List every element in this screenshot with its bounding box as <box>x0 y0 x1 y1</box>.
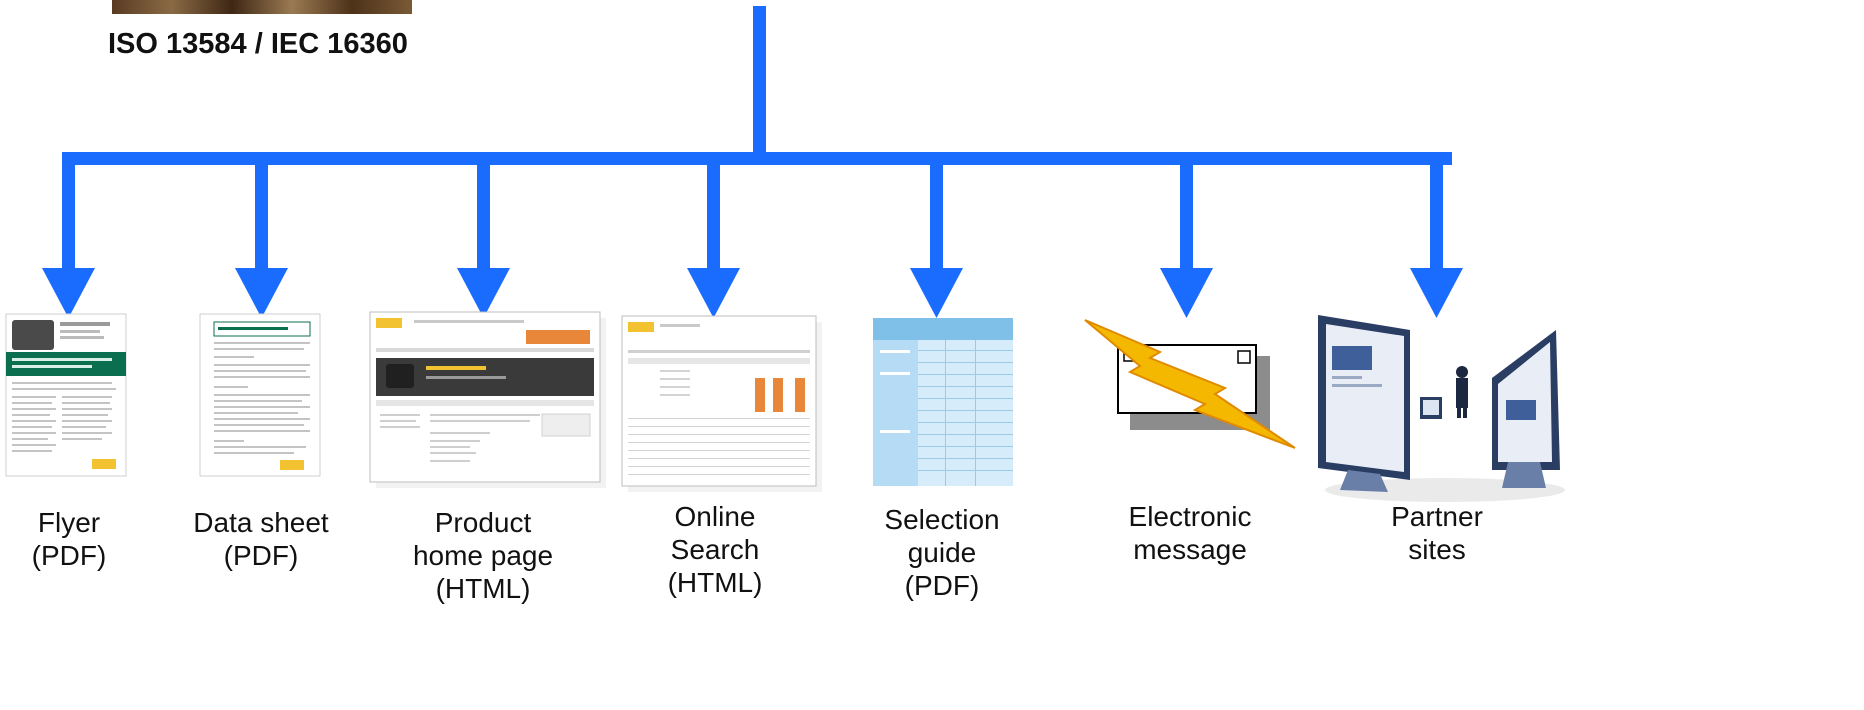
caption-line: Product <box>434 507 532 538</box>
standard-label: ISO 13584 / IEC 16360 <box>108 28 408 60</box>
lightning-bolt-icon <box>1084 319 1296 449</box>
caption-datasheet: Data sheet (PDF) <box>166 506 356 572</box>
caption-flyer: Flyer (PDF) <box>0 506 164 572</box>
selection-guide-thumbnail <box>873 318 1013 486</box>
caption-line: (PDF) <box>223 540 299 571</box>
caption-line: (HTML) <box>667 567 763 598</box>
caption-line: Online <box>674 501 756 532</box>
caption-line: home page <box>412 540 554 571</box>
datasheet-thumbnail <box>199 313 321 477</box>
arrowhead-flyer <box>42 268 95 318</box>
caption-line: Flyer <box>37 507 101 538</box>
caption-line: sites <box>1408 534 1466 565</box>
caption-search: Online Search (HTML) <box>620 500 810 599</box>
caption-message: Electronic message <box>1095 500 1285 566</box>
arrowhead-selection <box>910 268 963 318</box>
arrowhead-search <box>687 268 740 318</box>
product-homepage-thumbnail <box>369 311 606 488</box>
caption-line: guide <box>907 537 977 568</box>
caption-line: (PDF) <box>31 540 107 571</box>
electronic-message-icon <box>1084 319 1296 449</box>
caption-selection: Selection guide (PDF) <box>847 503 1037 602</box>
caption-partner: Partner sites <box>1342 500 1532 566</box>
arrowhead-homepage <box>457 268 510 318</box>
connector-lines <box>62 6 1452 272</box>
arrowhead-partner <box>1410 268 1463 318</box>
caption-line: Search <box>670 534 760 565</box>
caption-line: (PDF) <box>904 570 980 601</box>
partner-sites-icon <box>1318 315 1565 502</box>
arrowheads <box>42 268 1463 318</box>
flyer-thumbnail <box>5 313 127 477</box>
arrowhead-message <box>1160 268 1213 318</box>
arrowhead-datasheet <box>235 268 288 318</box>
caption-homepage: Product home page (HTML) <box>388 506 578 605</box>
caption-line: Partner <box>1391 501 1483 532</box>
caption-line: Electronic <box>1128 501 1252 532</box>
caption-line: message <box>1133 534 1247 565</box>
standard-document-photo <box>112 0 412 14</box>
online-search-thumbnail <box>621 315 822 492</box>
caption-line: Data sheet <box>193 507 329 538</box>
caption-line: Selection <box>884 504 1000 535</box>
caption-line: (HTML) <box>435 573 531 604</box>
